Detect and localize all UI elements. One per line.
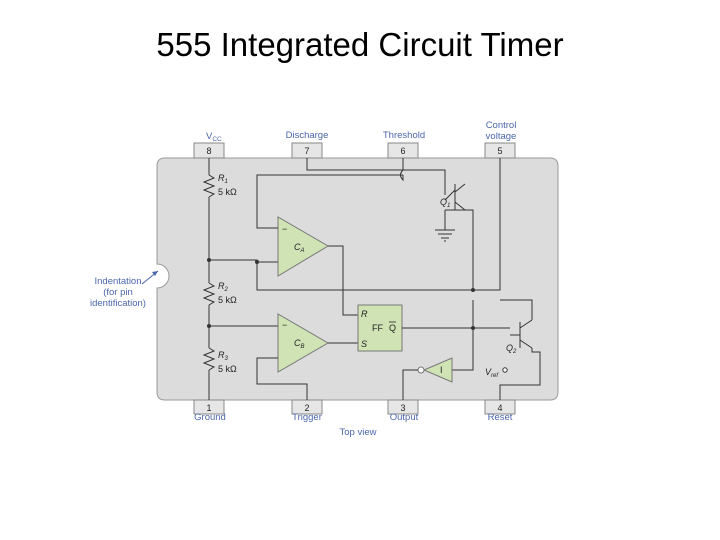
- pin-3-number: 3: [400, 403, 405, 413]
- pin-7-label: Discharge: [286, 130, 329, 141]
- resistor-r3: [202, 347, 216, 371]
- comparator-cb: [277, 313, 329, 373]
- comparator-ca: [277, 216, 329, 277]
- wire-ca-out: [328, 245, 358, 316]
- vref-terminal: [502, 367, 508, 373]
- inverter-label: I: [440, 365, 443, 375]
- indentation-arrowhead: [152, 271, 158, 276]
- pin-6-label: Threshold: [383, 130, 425, 141]
- inverter: [422, 357, 453, 383]
- wire-output: [402, 369, 418, 400]
- r3-name: R3: [218, 350, 229, 362]
- transistor-q2: [499, 319, 541, 400]
- r3-value: 5 kΩ: [218, 364, 237, 374]
- resistor-r1: [202, 174, 216, 198]
- q1-label: Q1: [440, 197, 450, 209]
- cb-minus-sign: −: [282, 320, 287, 330]
- r1-value: 5 kΩ: [218, 187, 237, 197]
- q2-label: Q2: [506, 343, 517, 355]
- ca-label: CA: [294, 242, 305, 254]
- r1-name: R1: [218, 173, 228, 185]
- pin-7-number: 7: [304, 146, 309, 156]
- pin-1-label: Ground: [194, 412, 226, 423]
- indentation-label-line1: Indentation: [94, 276, 141, 287]
- q2-collector: [500, 299, 533, 320]
- pin-4-number: 4: [497, 403, 502, 413]
- pin-5-number: 5: [497, 146, 502, 156]
- transistor-q1: [444, 183, 466, 211]
- pin-8-number: 8: [206, 146, 211, 156]
- wire-control: [256, 158, 501, 291]
- pin-5-label-line2: voltage: [486, 131, 517, 142]
- pin-4-label: Reset: [488, 412, 513, 423]
- r2-value: 5 kΩ: [218, 295, 237, 305]
- ground-icon: [435, 229, 455, 242]
- resistor-r2: [202, 282, 216, 306]
- ca-minus-sign: −: [282, 224, 287, 234]
- pin-6-number: 6: [400, 146, 405, 156]
- indentation-label-line2: (for pin: [103, 287, 133, 298]
- vref-label: Vref: [485, 367, 499, 379]
- ff-qbar-label: Q: [389, 323, 396, 333]
- ff-label: FF: [372, 323, 383, 333]
- wire-q1-base: [445, 209, 474, 290]
- r2-name: R2: [218, 281, 229, 293]
- pin-8-label: VCC: [206, 131, 222, 143]
- ff-r-label: R: [361, 309, 368, 319]
- cb-label: CB: [294, 338, 305, 350]
- pin-2-number: 2: [304, 403, 309, 413]
- pin-1-number: 1: [206, 403, 211, 413]
- slide-title: 555 Integrated Circuit Timer: [156, 26, 564, 63]
- flipflop: [357, 304, 403, 352]
- pin-2-label: Trigger: [292, 412, 322, 423]
- pin-3-label: Output: [390, 412, 419, 423]
- view-label: Top view: [340, 427, 377, 438]
- indentation-label-line3: identification): [90, 298, 146, 309]
- pin-5-label-line1: Control: [486, 120, 517, 131]
- inverter-bubble: [417, 366, 425, 374]
- ff-s-label: S: [361, 339, 367, 349]
- wire-trigger: [256, 357, 308, 400]
- wire-discharge: [306, 158, 446, 185]
